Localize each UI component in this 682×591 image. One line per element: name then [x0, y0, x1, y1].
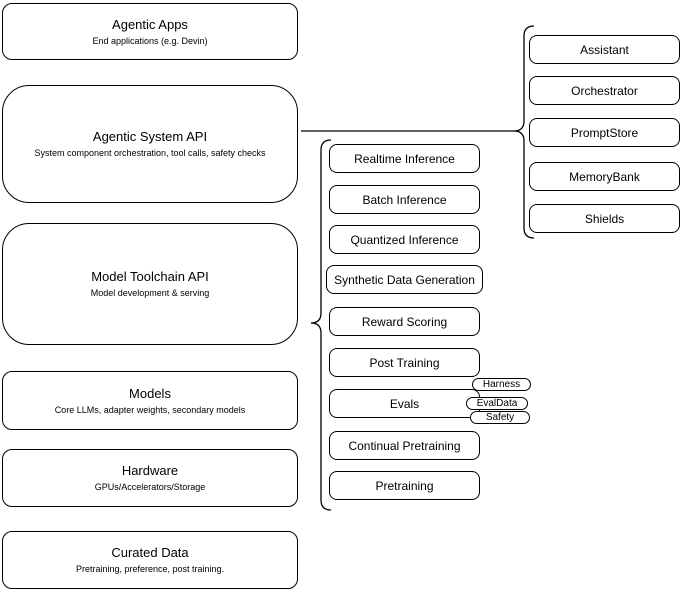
node-subtitle: End applications (e.g. Devin) [92, 35, 208, 46]
tag-evaldata: EvalData [466, 397, 528, 410]
node-label: Reward Scoring [361, 314, 448, 329]
node-label: Batch Inference [362, 192, 447, 207]
node-label: Orchestrator [571, 83, 638, 98]
node-evals: Evals [329, 389, 480, 418]
node-label: Shields [584, 211, 625, 226]
node-title: Hardware [121, 463, 179, 478]
node-subtitle: System component orchestration, tool cal… [34, 148, 266, 158]
node-continual-pretraining: Continual Pretraining [329, 431, 480, 460]
node-label: Pretraining [375, 478, 434, 493]
node-agentic-system-api: Agentic System API System component orch… [2, 85, 298, 203]
tag-safety: Safety [470, 411, 530, 424]
node-label: MemoryBank [569, 169, 640, 184]
node-realtime-inference: Realtime Inference [329, 144, 480, 173]
tag-label: EvalData [476, 398, 518, 409]
node-title: Agentic Apps [112, 16, 188, 32]
node-label: Assistant [580, 42, 629, 57]
node-label: Synthetic Data Generation [334, 272, 475, 287]
node-subtitle: Core LLMs, adapter weights, secondary mo… [54, 404, 246, 415]
node-title: Models [129, 385, 171, 401]
node-title: Curated Data [111, 545, 189, 560]
node-hardware: Hardware GPUs/Accelerators/Storage [2, 449, 298, 507]
node-subtitle: GPUs/Accelerators/Storage [94, 482, 206, 492]
node-batch-inference: Batch Inference [329, 185, 480, 214]
node-models: Models Core LLMs, adapter weights, secon… [2, 371, 298, 430]
node-title: Model Toolchain API [91, 269, 209, 284]
node-assistant: Assistant [529, 35, 680, 64]
node-model-toolchain-api: Model Toolchain API Model development & … [2, 223, 298, 345]
node-shields: Shields [529, 204, 680, 233]
toolchain-brace [310, 139, 332, 511]
tag-label: Safety [485, 412, 515, 423]
node-orchestrator: Orchestrator [529, 76, 680, 105]
node-title: Agentic System API [92, 129, 208, 144]
node-post-training: Post Training [329, 348, 480, 377]
node-synthetic-data-generation: Synthetic Data Generation [326, 265, 483, 294]
node-pretraining: Pretraining [329, 471, 480, 500]
node-label: Quantized Inference [350, 232, 459, 247]
node-curated-data: Curated Data Pretraining, preference, po… [2, 531, 298, 589]
node-quantized-inference: Quantized Inference [329, 225, 480, 254]
node-memorybank: MemoryBank [529, 162, 680, 191]
node-label: PromptStore [570, 125, 639, 140]
node-label: Evals [389, 396, 420, 411]
node-reward-scoring: Reward Scoring [329, 307, 480, 336]
node-promptstore: PromptStore [529, 118, 680, 147]
node-subtitle: Pretraining, preference, post training. [75, 564, 225, 574]
node-agentic-apps: Agentic Apps End applications (e.g. Devi… [2, 3, 298, 60]
node-label: Post Training [369, 355, 440, 370]
node-subtitle: Model development & serving [90, 288, 210, 298]
node-label: Continual Pretraining [348, 438, 461, 453]
tag-harness: Harness [472, 378, 531, 391]
tag-label: Harness [482, 379, 521, 390]
node-label: Realtime Inference [354, 151, 455, 166]
